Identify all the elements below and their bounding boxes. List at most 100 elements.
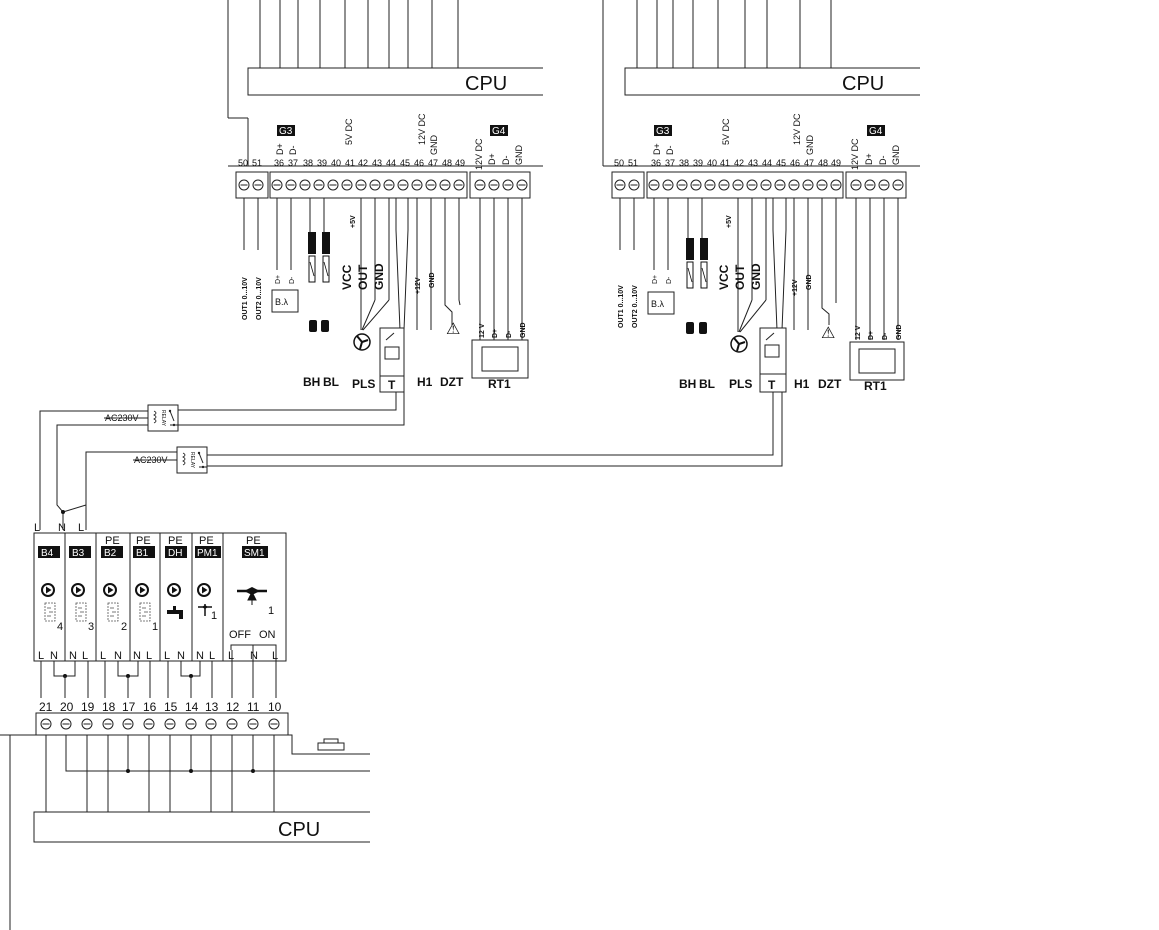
label-g4-dminus: D- [501, 156, 511, 166]
label-d-minus-r: D- [665, 146, 675, 156]
mix-arrows-icon [198, 604, 212, 616]
warning-icon: ⚠ [446, 321, 460, 338]
rt-gnd-r: GND [896, 324, 903, 340]
num-b1: 1 [152, 621, 158, 633]
label-pls: PLS [352, 377, 375, 391]
terminal-numbers-right: 50 51 36 37 38 39 40 41 42 43 44 45 46 4… [614, 158, 841, 168]
label-t-r: T [768, 378, 776, 392]
label-bh-r: BH [679, 377, 696, 391]
mixer-valve-icon [237, 587, 267, 605]
svg-text:40: 40 [331, 158, 341, 168]
tag-sm1: SM1 [244, 548, 265, 559]
svg-text:48: 48 [442, 158, 452, 168]
pump-icon-pm1 [197, 583, 211, 597]
label-g4-dplus-r: D+ [864, 153, 874, 165]
svg-text:N: N [50, 650, 58, 662]
label-d-plus: D+ [275, 143, 285, 155]
svg-text:45: 45 [400, 158, 410, 168]
tag-pm1: PM1 [197, 548, 218, 559]
svg-text:43: 43 [748, 158, 758, 168]
svg-text:11: 11 [247, 700, 260, 714]
svg-text:12: 12 [226, 700, 240, 714]
rt-12v: 12 V [479, 323, 486, 338]
out1-label: OUT1 0...10V [242, 277, 249, 320]
num-b2: 2 [121, 621, 127, 633]
label-12v-r: 12V DC [792, 113, 802, 145]
vcc-label: VCC [340, 264, 354, 290]
svg-text:45: 45 [776, 158, 786, 168]
svg-text:16: 16 [143, 700, 157, 714]
svg-text:10: 10 [268, 700, 282, 714]
gnd-label-r: GND [749, 263, 763, 290]
lambda-module-r: B.λ [651, 299, 665, 309]
cpu-label-lower: CPU [278, 819, 320, 841]
tap-icon [167, 606, 183, 619]
svg-text:L: L [38, 650, 44, 662]
pe-dh: PE [168, 535, 183, 547]
svg-text:N: N [250, 650, 258, 662]
svg-text:19: 19 [81, 700, 95, 714]
svg-text:L: L [82, 650, 88, 662]
pin-labels: L N N L L N N L L N N L L N L [38, 650, 278, 662]
top-right-controller: CPU G3 G4 D+ D- 5V DC 12V DC GND 12V DC … [602, 0, 920, 393]
svg-text:15: 15 [164, 700, 178, 714]
svg-text:46: 46 [790, 158, 800, 168]
vcc-label-r: VCC [717, 264, 731, 290]
out-label: OUT [356, 264, 370, 290]
svg-text:N: N [196, 650, 204, 662]
pump-icon-dh [167, 583, 181, 597]
svg-text:44: 44 [386, 158, 396, 168]
label-g4-dminus-r: D- [878, 156, 888, 166]
label-12v-dc: 12V DC [417, 113, 427, 145]
label-bh: BH [303, 375, 320, 389]
rt-12v-r: 12 V [855, 325, 862, 340]
cpu-label: CPU [465, 73, 507, 95]
rt-dplus-r: D+ [868, 331, 875, 340]
tag-dh: DH [168, 548, 182, 559]
mixer-off: OFF [229, 629, 251, 641]
lambda-module: B.λ [275, 297, 289, 307]
label-h1: H1 [417, 375, 433, 389]
svg-text:20: 20 [60, 700, 74, 714]
gnd-small-label-r: GND [806, 274, 813, 290]
rt-dminus-r: D- [882, 332, 889, 340]
svg-text:13: 13 [205, 700, 219, 714]
svg-text:47: 47 [804, 158, 814, 168]
svg-text:42: 42 [358, 158, 368, 168]
label-t: T [388, 378, 396, 392]
label-bl-r: BL [699, 377, 715, 391]
rt-dplus: D+ [492, 329, 499, 338]
mixer-on: ON [259, 629, 276, 641]
svg-text:38: 38 [679, 158, 689, 168]
svg-text:L: L [100, 650, 106, 662]
label-pls-r: PLS [729, 377, 752, 391]
wire-dplus: D+ [275, 275, 282, 284]
pump-icon-b3 [71, 583, 85, 597]
svg-text:17: 17 [122, 700, 136, 714]
label-h1-r: H1 [794, 377, 810, 391]
svg-text:L: L [164, 650, 170, 662]
label-dzt: DZT [440, 375, 464, 389]
svg-text:N: N [177, 650, 185, 662]
plus5v-label: +5V [350, 215, 357, 228]
num-pm1: 1 [211, 610, 217, 622]
g4-tag: G4 [492, 126, 506, 137]
pe-b2: PE [105, 535, 120, 547]
cpu-label-right: CPU [842, 73, 884, 95]
plus12v-label: +12V [415, 277, 422, 294]
label-g4-dplus: D+ [487, 153, 497, 165]
svg-text:37: 37 [288, 158, 298, 168]
pump-icon-b4 [41, 583, 55, 597]
label-g4-gnd: GND [514, 145, 524, 166]
svg-text:50: 50 [238, 158, 248, 168]
lower-output-module: L N L PE PE PE PE PE B4 B3 B2 B1 DH PM1 … [0, 522, 370, 930]
tag-b1: B1 [136, 548, 149, 559]
wire-dplus-r: D+ [652, 275, 659, 284]
gnd-label: GND [372, 263, 386, 290]
tag-b4: B4 [41, 548, 54, 559]
svg-text:50: 50 [614, 158, 624, 168]
svg-text:51: 51 [628, 158, 638, 168]
pe-b1: PE [136, 535, 151, 547]
svg-text:L: L [228, 650, 234, 662]
